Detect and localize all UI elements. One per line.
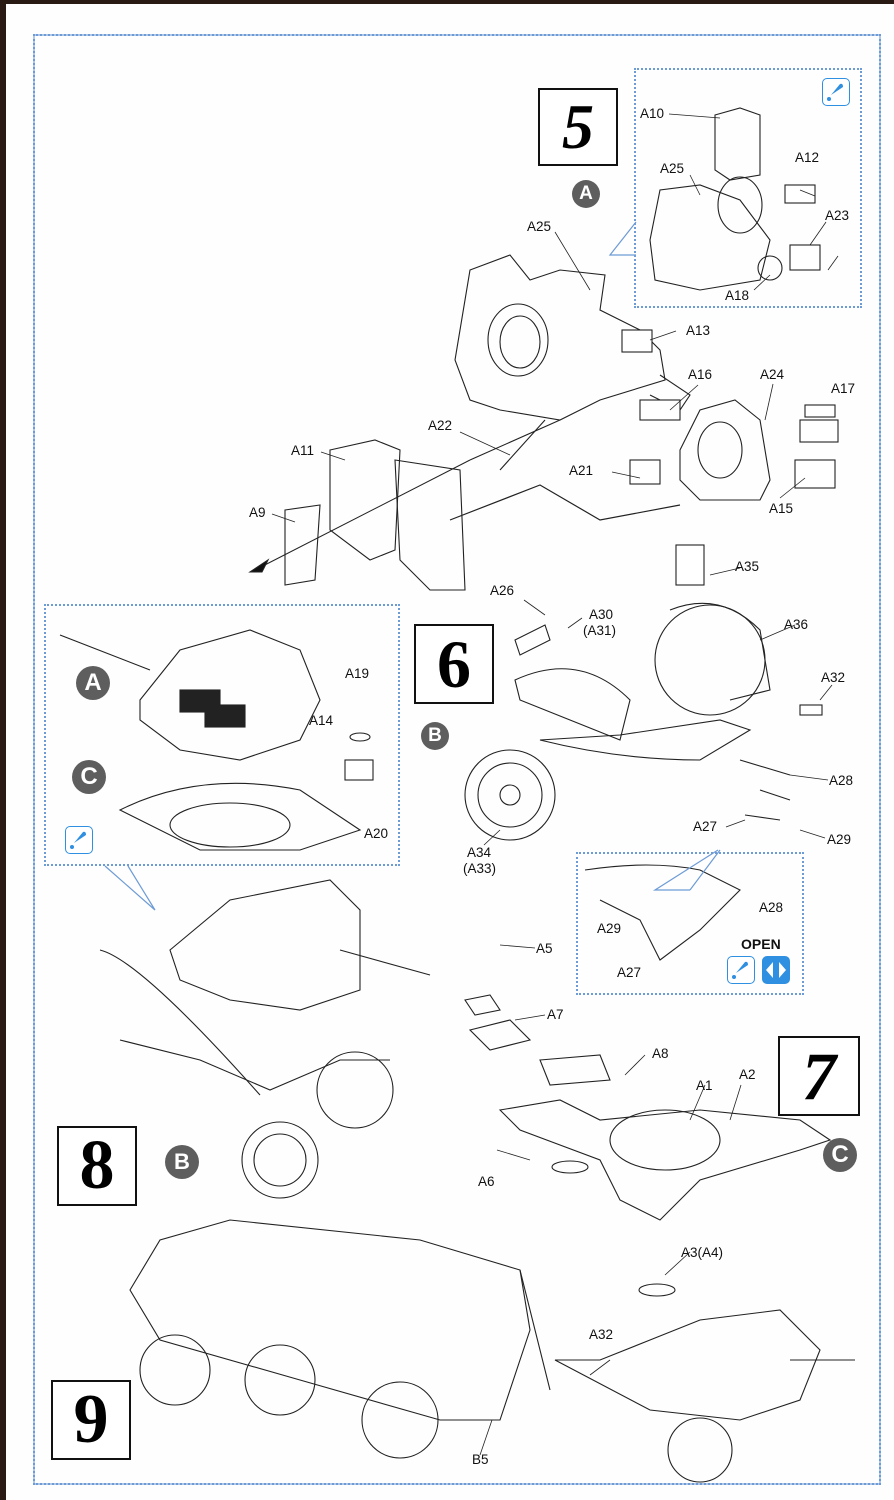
step-5-number: 5 (538, 88, 618, 166)
page-frame-dotted (33, 34, 881, 1485)
part-label-a24: A24 (760, 367, 785, 382)
part-label-a36: A36 (784, 617, 809, 632)
part-label-a10: A10 (640, 106, 665, 121)
part-label-a28: A28 (829, 773, 854, 788)
part-label-a13: A13 (686, 323, 711, 338)
part-label-a30: A30 (589, 607, 614, 622)
staff-car-drawing (129, 1219, 551, 1459)
part-label-a11: A11 (291, 443, 315, 458)
inset-part-label-a27: A27 (617, 965, 642, 980)
step-6-detail-inset (576, 852, 804, 995)
gun-cradle-drawing (454, 254, 691, 471)
step-9-number: 9 (51, 1380, 131, 1460)
part-label-a7: A7 (547, 1007, 564, 1022)
part-label-a5: A5 (536, 941, 553, 956)
inset-marker-c: C (72, 760, 106, 794)
glue-icon (727, 956, 755, 984)
part-label-a27: A27 (693, 819, 718, 834)
part-label-a3-a4: A3(A4) (681, 1245, 724, 1260)
movable-icon (762, 956, 790, 984)
step-8-detail-inset (44, 604, 400, 866)
part-label-a26: A26 (490, 583, 515, 598)
part-label-a33: (A33) (463, 861, 497, 876)
inset-marker-a: A (76, 666, 110, 700)
glue-icon (65, 826, 93, 854)
glue-icon (822, 78, 850, 106)
part-label-a6: A6 (478, 1174, 495, 1189)
part-label-a20: A20 (364, 826, 389, 841)
right-trunnion-drawing (629, 399, 839, 501)
assembled-gun-on-trailer-drawing (99, 879, 431, 1199)
subassembly-marker-b: B (165, 1145, 199, 1179)
towed-gun-drawing (554, 1309, 855, 1483)
open-note: OPEN (741, 936, 781, 952)
part-label-a25: A25 (527, 219, 552, 234)
part-label-a16: A16 (688, 367, 713, 382)
part-label-a14: A14 (309, 713, 334, 728)
part-label-a23: A23 (825, 208, 850, 223)
inset-cradle-drawing (649, 107, 821, 291)
part-label-a9: A9 (249, 505, 266, 520)
part-label-a8: A8 (652, 1046, 669, 1061)
step-6-number: 6 (414, 624, 494, 704)
gun-assembly-inset-drawing (59, 629, 374, 851)
subassembly-marker-c: C (823, 1138, 857, 1172)
part-label-a15: A15 (769, 501, 794, 516)
part-label-a29: A29 (827, 832, 852, 847)
part-label-a2: A2 (739, 1067, 756, 1082)
part-label-a18: A18 (725, 288, 750, 303)
gun-shield-drawing (284, 419, 561, 591)
part-label-a19: A19 (345, 666, 370, 681)
part-label-a32: A32 (821, 670, 846, 685)
subassembly-marker-a: A (572, 180, 600, 208)
inset-part-label-a28: A28 (759, 900, 784, 915)
part-label-a22: A22 (428, 418, 453, 433)
part-label-a25-inset: A25 (660, 161, 685, 176)
part-label-a35: A35 (735, 559, 760, 574)
subassembly-marker-b: B (421, 722, 449, 750)
part-label-b5: B5 (472, 1452, 489, 1467)
platform-drawing (464, 994, 832, 1297)
step-8-number: 8 (57, 1126, 137, 1206)
trailer-drawing (464, 544, 823, 841)
part-label-a32-step9: A32 (589, 1327, 614, 1342)
part-label-a1: A1 (696, 1078, 713, 1093)
inset-part-label-a29: A29 (597, 921, 622, 936)
part-label-a21: A21 (569, 463, 594, 478)
step-7-number: 7 (778, 1036, 860, 1116)
part-label-a31: (A31) (583, 623, 617, 638)
part-label-a17: A17 (831, 381, 856, 396)
part-label-a12: A12 (795, 150, 820, 165)
part-label-a34: A34 (467, 845, 492, 860)
step-5-detail-inset (634, 68, 862, 308)
